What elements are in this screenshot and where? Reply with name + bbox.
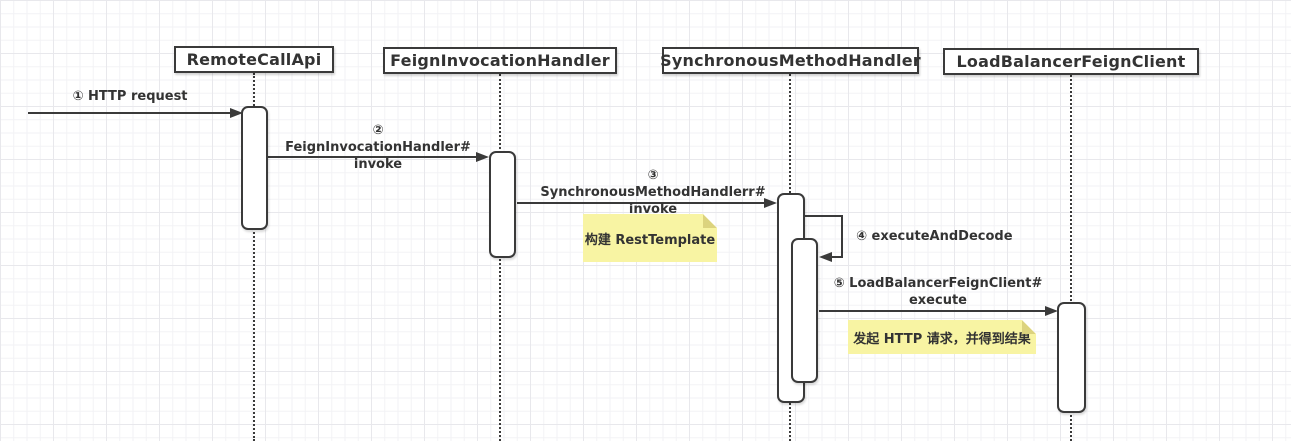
note-build-rest-template: 构建 RestTemplate <box>583 214 717 262</box>
message-5-arrow-line <box>819 310 1046 312</box>
message-2-arrow-line <box>268 156 477 158</box>
note-fold-corner-icon <box>1022 320 1036 334</box>
message-4-selfcall-top-line <box>804 215 843 217</box>
message-1-label: ① HTTP request <box>72 89 188 104</box>
message-2-arrowhead-icon <box>476 152 489 162</box>
message-1-arrow-line <box>28 112 231 114</box>
activation-feign-invocation-handler <box>489 151 516 258</box>
activation-load-balancer-feign-client <box>1057 302 1086 413</box>
lifeline-remote-call-api <box>253 73 255 441</box>
activation-remote-call-api <box>241 106 268 230</box>
actor-box-feign-invocation-handler: FeignInvocationHandler <box>383 47 617 74</box>
actor-label: FeignInvocationHandler <box>390 51 610 70</box>
actor-label: RemoteCallApi <box>186 50 322 69</box>
message-1-arrowhead-icon <box>230 108 243 118</box>
message-2-label: ② FeignInvocationHandler# invoke <box>285 123 471 172</box>
note-http-request-result: 发起 HTTP 请求，并得到结果 <box>848 320 1036 354</box>
message-5-arrowhead-icon <box>1045 306 1058 316</box>
message-4-label: ④ executeAndDecode <box>856 229 1013 244</box>
message-3-arrowhead-icon <box>764 198 777 208</box>
message-3-label: ③ SynchronousMethodHandlerr# invoke <box>540 168 766 217</box>
actor-box-synchronous-method-handler: SynchronousMethodHandler <box>660 47 921 74</box>
lifeline-load-balancer-feign-client <box>1070 75 1072 441</box>
activation-execute-and-decode-nested <box>791 238 818 383</box>
actor-label: LoadBalancerFeignClient <box>956 52 1186 71</box>
message-4-selfcall-bottom-line <box>831 256 843 258</box>
actor-label: SynchronousMethodHandler <box>660 51 921 70</box>
message-4-arrowhead-icon <box>819 252 832 262</box>
note-text: 发起 HTTP 请求，并得到结果 <box>853 331 1031 347</box>
message-5-label: ⑤ LoadBalancerFeignClient# execute <box>833 276 1043 308</box>
note-text: 构建 RestTemplate <box>584 232 716 248</box>
actor-box-remote-call-api: RemoteCallApi <box>174 46 334 73</box>
message-3-arrow-line <box>517 202 765 204</box>
message-4-selfcall-right-line <box>841 215 843 258</box>
actor-box-load-balancer-feign-client: LoadBalancerFeignClient <box>943 48 1199 75</box>
